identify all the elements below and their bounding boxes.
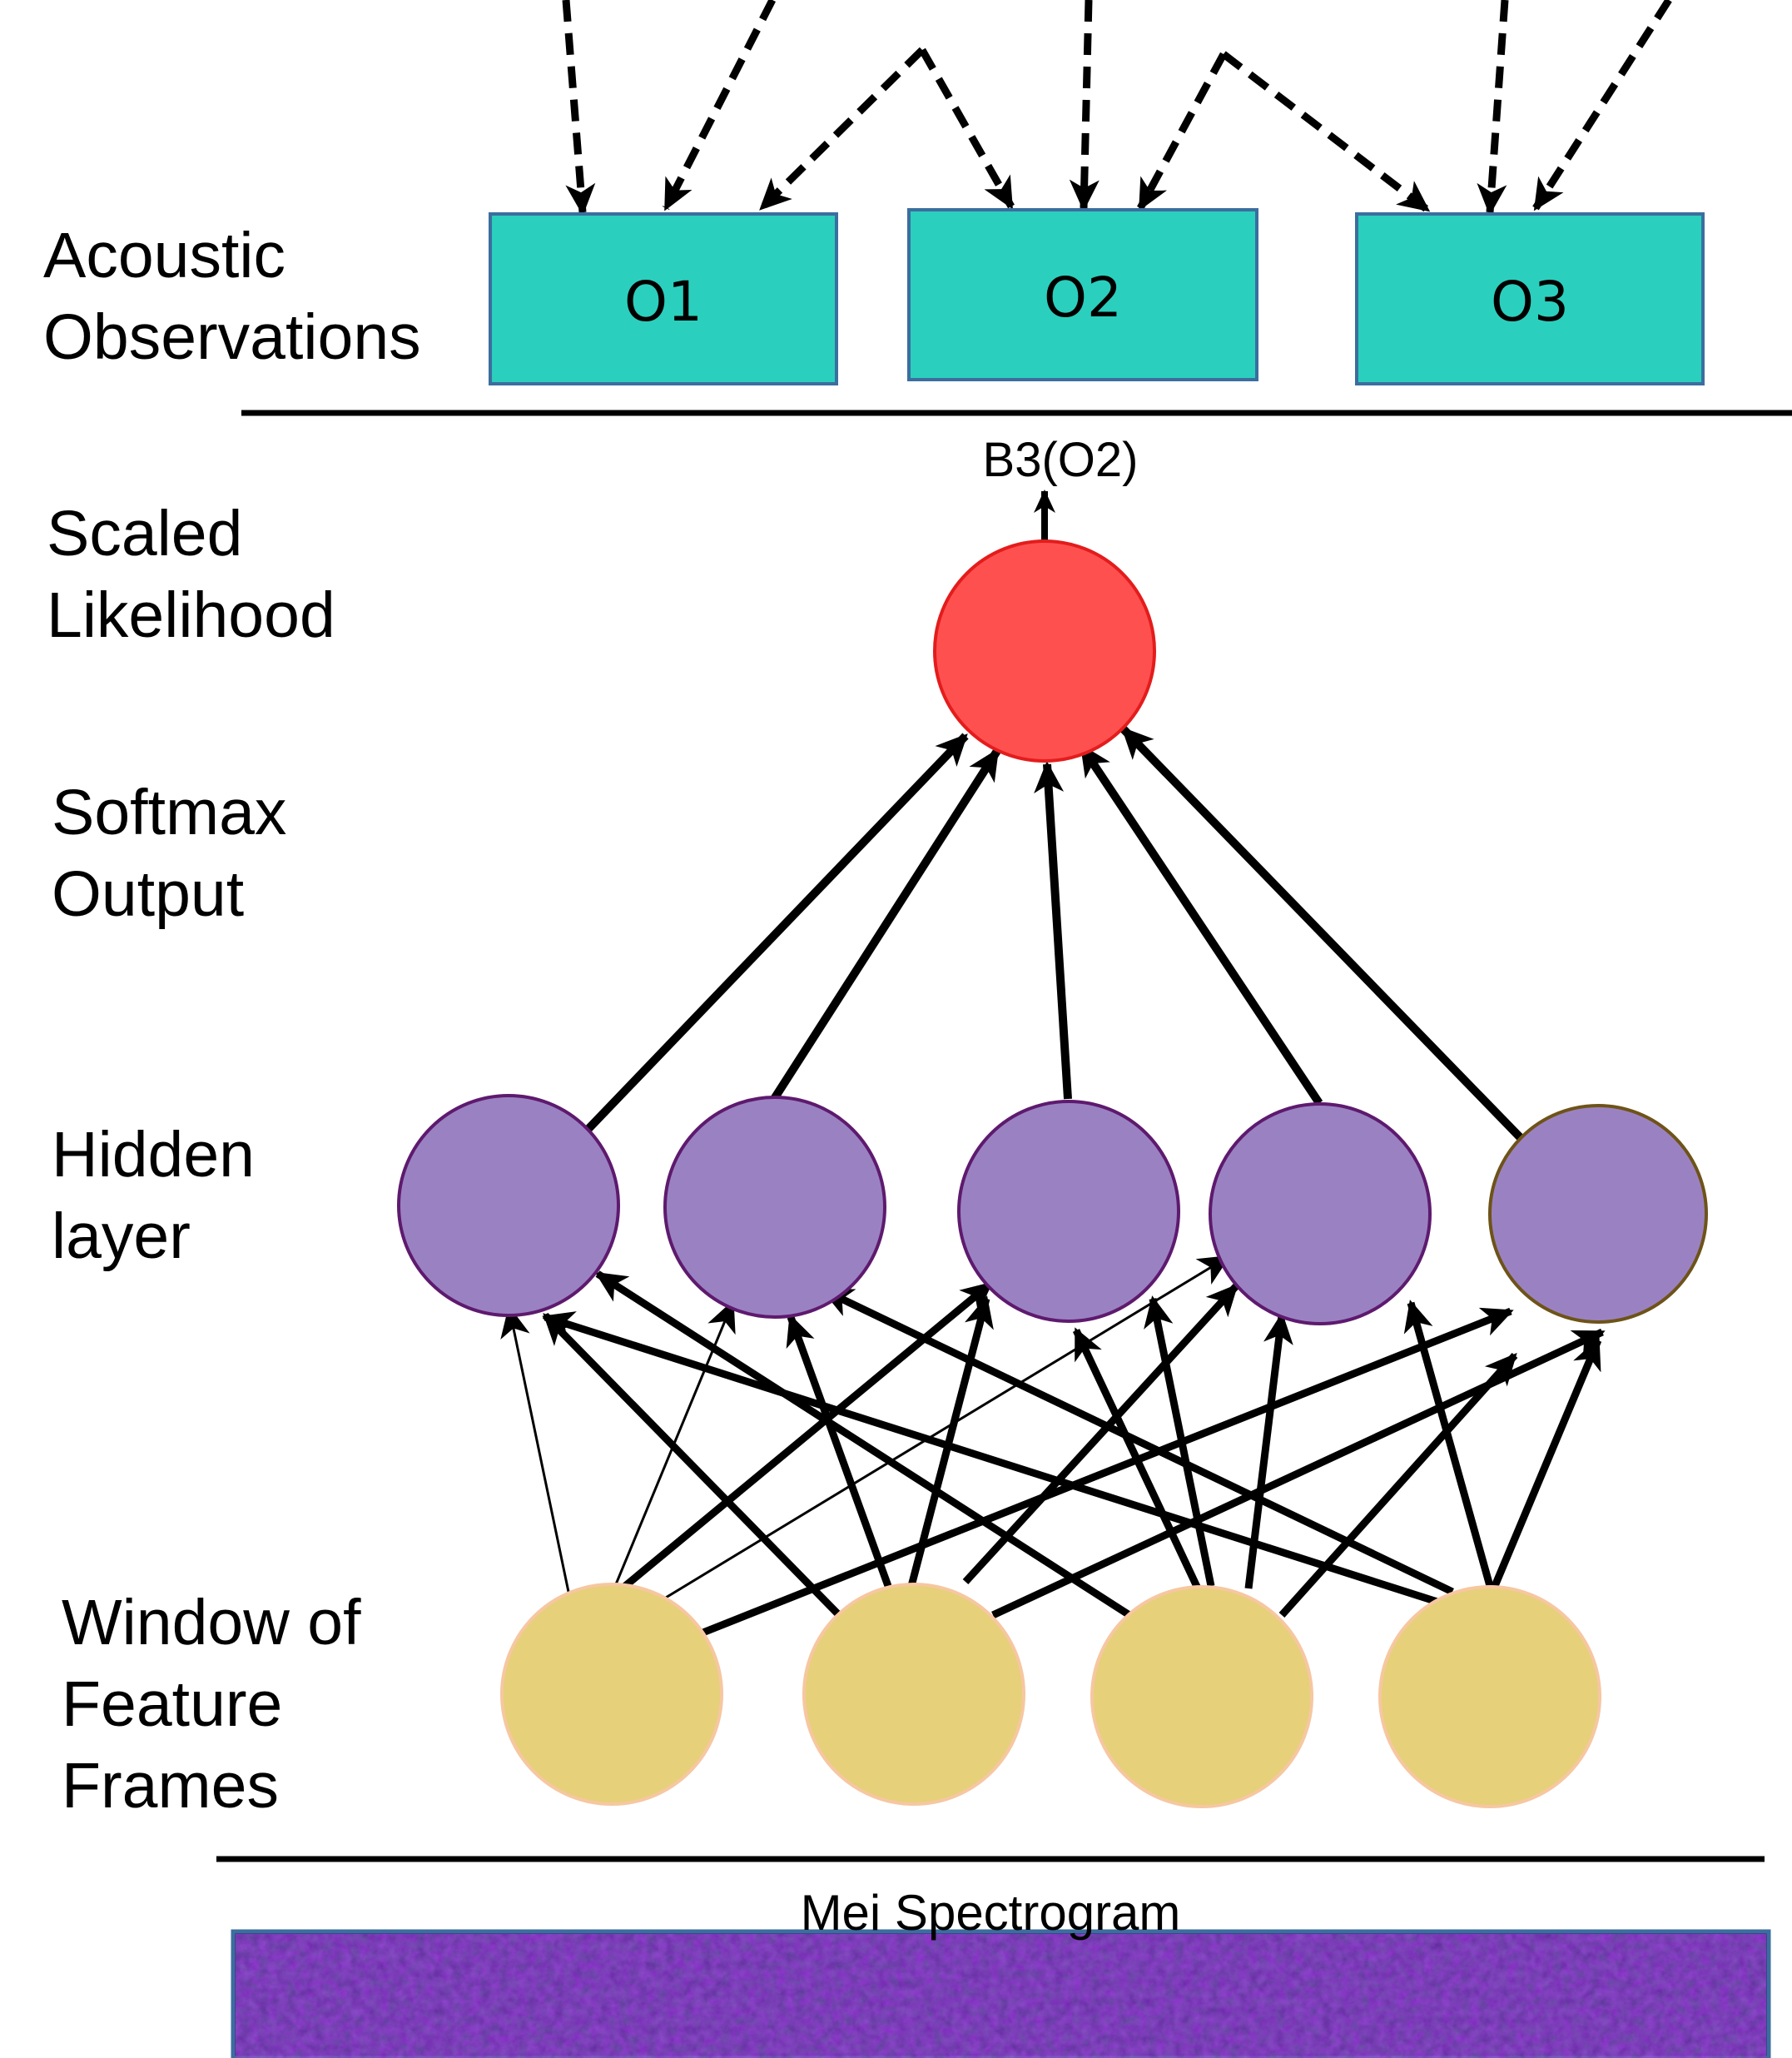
observation-label-o3: O3 <box>1491 270 1569 334</box>
hidden-node <box>1488 1104 1708 1324</box>
hidden-node <box>1209 1102 1432 1325</box>
observation-box-o2 <box>907 208 1258 381</box>
observation-box-o1 <box>489 212 838 385</box>
hidden-node <box>397 1094 620 1317</box>
input-frame-node <box>1090 1585 1313 1808</box>
input-frame-node <box>500 1583 723 1806</box>
dashed-transition-arrows <box>562 0 1672 216</box>
output-label: B3(O2) <box>983 433 1139 487</box>
spectrogram-label: Mei Spectrogram <box>801 1885 1181 1941</box>
observation-label-o2: O2 <box>1044 266 1122 330</box>
hidden-node <box>957 1100 1180 1323</box>
input-frame-nodes <box>500 1583 1601 1808</box>
output-node <box>933 539 1156 763</box>
observation-label-o1: O1 <box>624 270 702 334</box>
observation-box-o3 <box>1355 212 1705 385</box>
input-to-hidden-arrows <box>500 1255 1606 1638</box>
hidden-to-output-arrows <box>583 726 1526 1144</box>
observation-boxes: O1 O2 O3 <box>489 208 1705 385</box>
input-frame-node <box>802 1583 1025 1806</box>
input-frame-node <box>1378 1585 1601 1808</box>
hidden-node <box>663 1096 886 1319</box>
mel-spectrogram-texture <box>236 1934 1766 2058</box>
hidden-layer-nodes <box>397 1094 1708 1325</box>
